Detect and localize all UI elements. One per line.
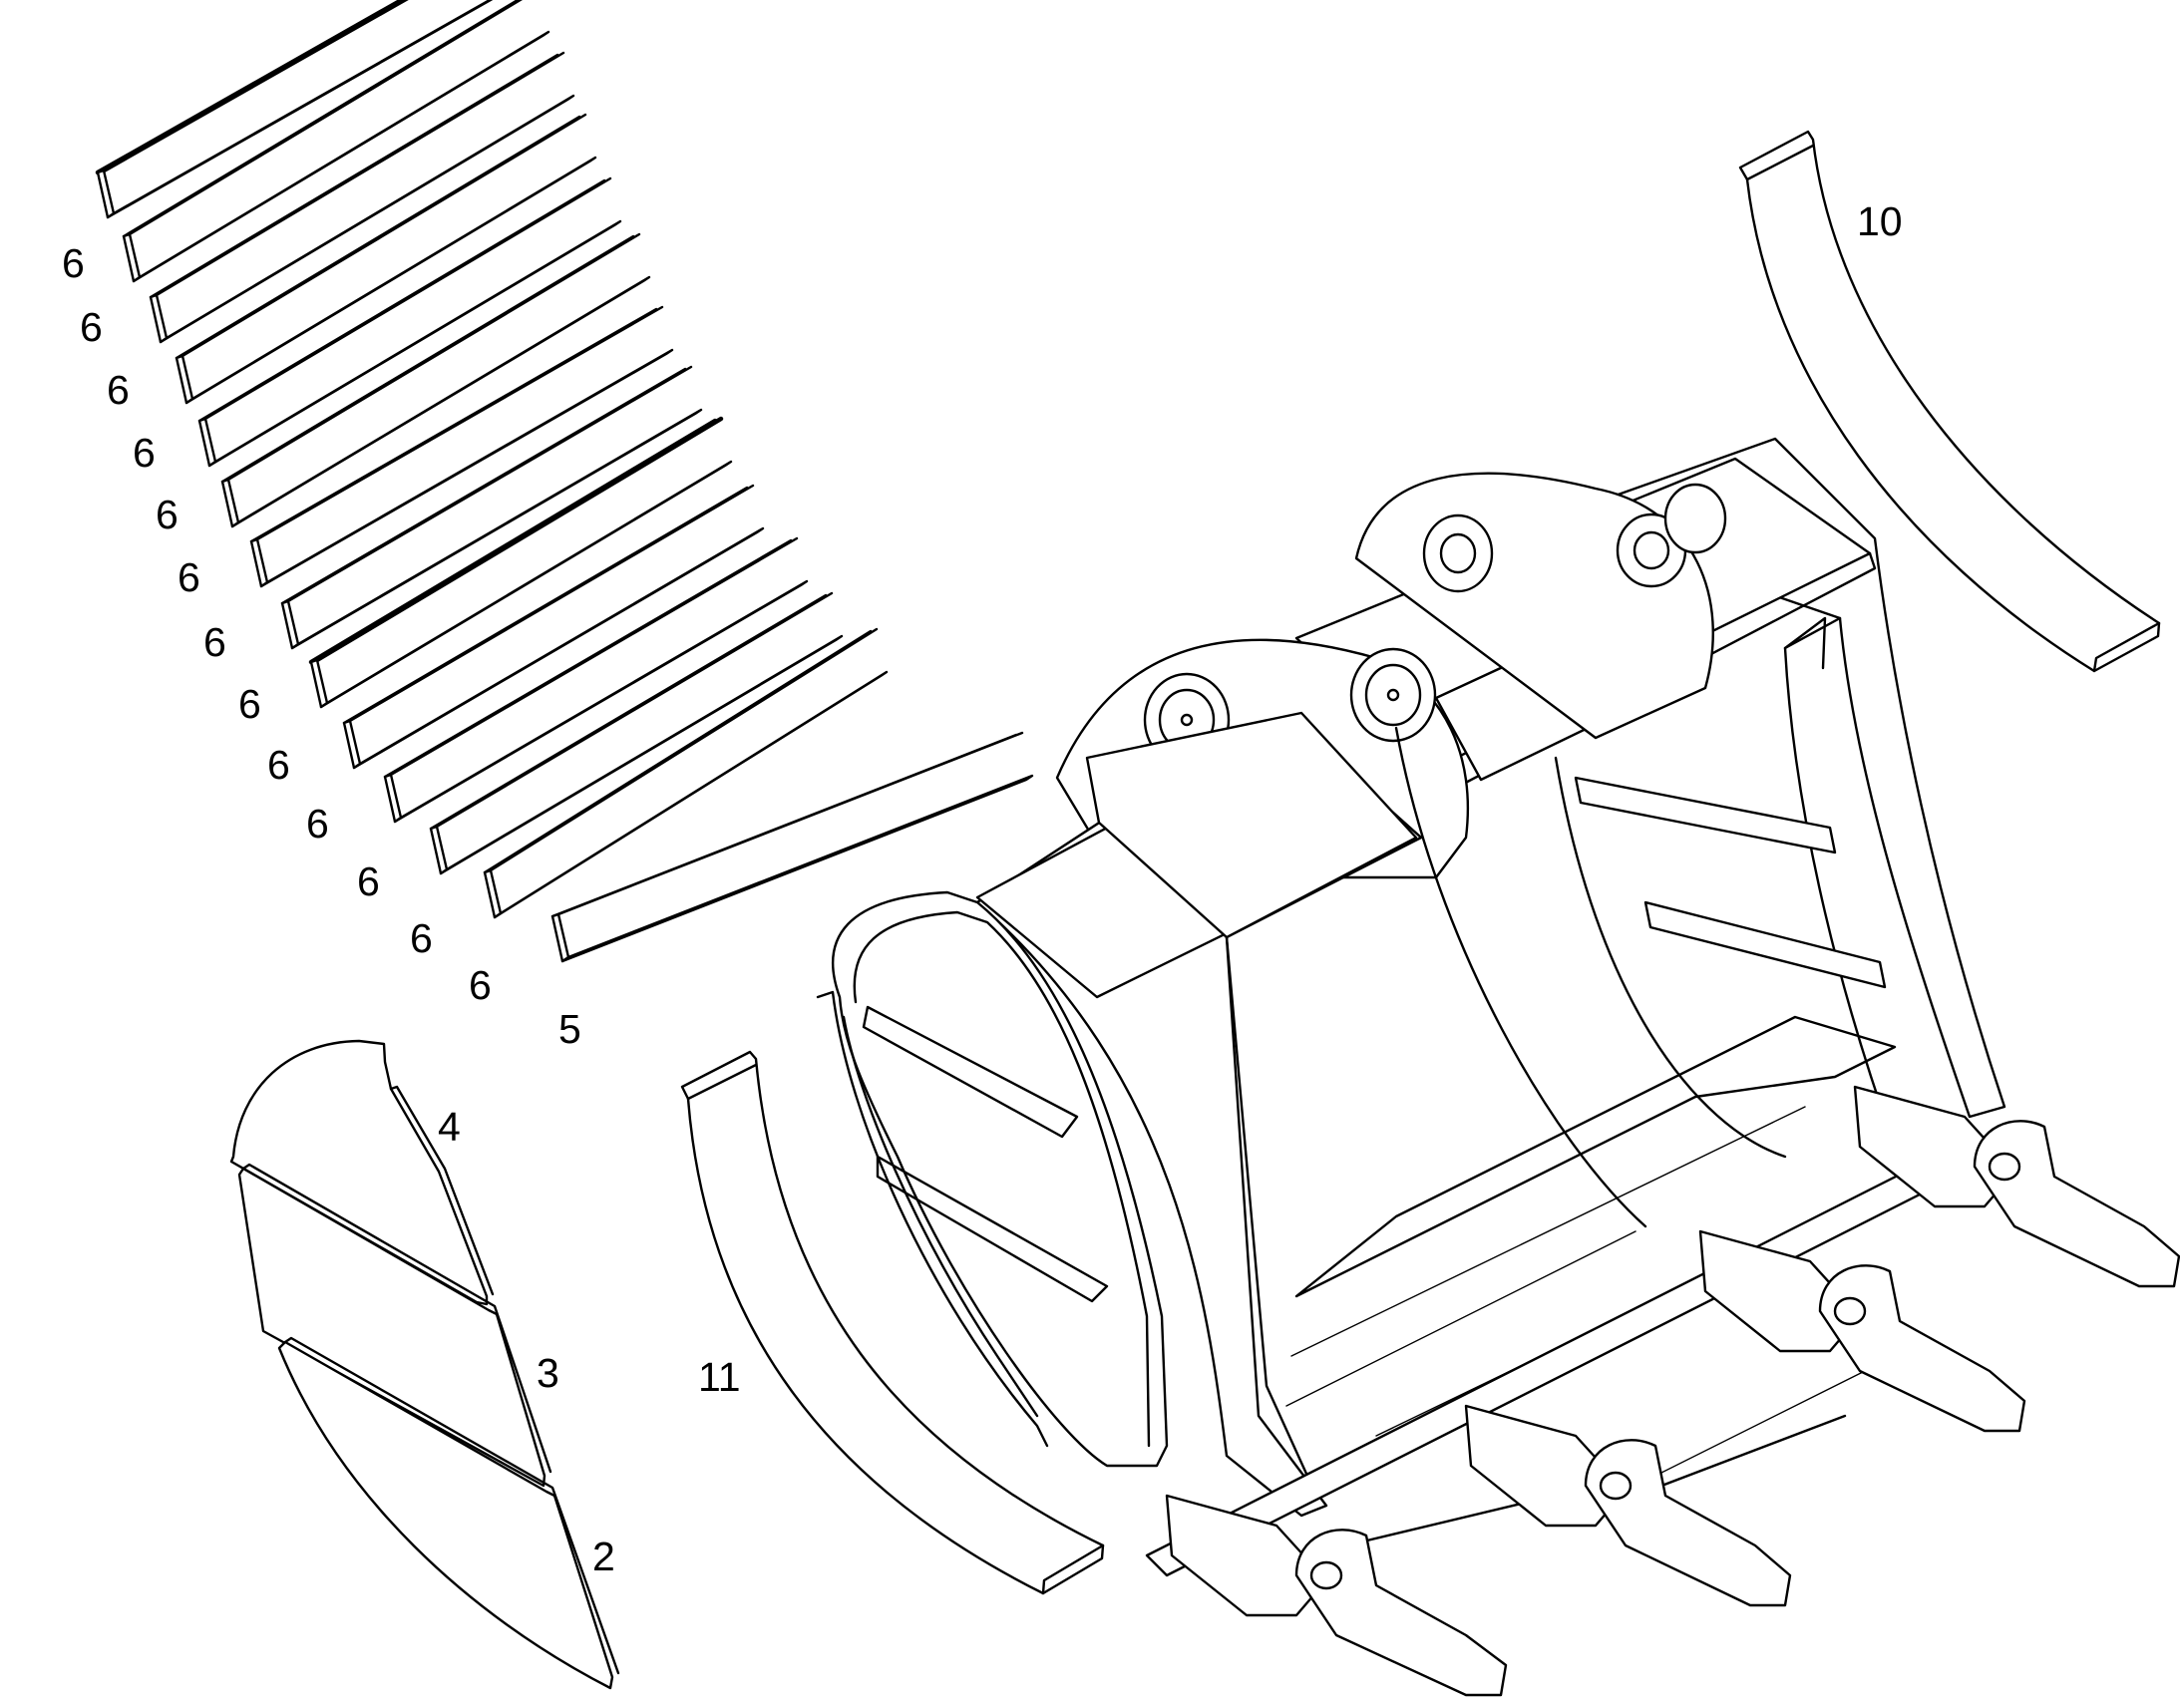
wear-plate-6-bottom-edge [493,670,889,919]
wear-plate-6-bottom-edge [319,460,733,709]
callout-6: 6 [80,304,103,350]
wear-plate-6-bottom-edge [439,634,844,875]
callout-6: 6 [306,801,329,847]
wear-plate-6-bottom-edge [290,408,703,650]
wear-plate-5-top-edge [550,731,1024,918]
wear-plate-6-top-edge [95,0,409,175]
callout-5: 5 [558,1006,581,1052]
callout-4: 4 [438,1104,461,1150]
callout-6: 6 [107,367,130,413]
callout-6: 6 [469,962,492,1008]
wear-plate-6-bottom-edge [352,526,765,770]
wear-plate-6-bottom-edge [159,94,575,344]
callout-6: 6 [203,619,226,665]
wear-plate-6-top-edge [249,305,664,543]
side-liner-2 [277,1336,620,1690]
wear-plate-6-top-edge [280,365,693,605]
wear-plate-6-bottom-edge [259,348,674,588]
callout-6: 6 [156,492,179,537]
callout-6: 6 [357,858,380,904]
callout-6: 6 [62,240,85,286]
wear-plate-6-top-edge [197,176,612,423]
wear-plate-6-bottom-edge [106,0,494,219]
callout-6: 6 [133,430,156,476]
wear-plate-6-top-edge [122,0,523,238]
wear-plate-6-bottom-edge [230,275,651,528]
wear-plate-6-top-edge [149,51,565,299]
wear-plate-6-bottom-edge [132,30,550,283]
wear-plate-6-bottom-edge [207,219,622,468]
tooth-2 [1464,1404,1792,1607]
wear-plate-6-end-face [249,537,269,588]
wear-plate-6-end-face [197,417,217,468]
wear-plate-5-bottom-edge [560,774,1034,963]
curved-strip-10 [1738,130,2161,673]
tooth-1 [1165,1494,1508,1697]
wear-plate-6-end-face [175,354,194,405]
wear-plate-6-top-edge [383,536,799,779]
callout-3: 3 [537,1350,559,1396]
wear-plate-6-end-face [122,232,142,283]
wear-plate-5-end-face [550,912,570,963]
rock-bucket [816,437,2180,1697]
callout-10: 10 [1857,198,1903,244]
callout-6: 6 [267,742,290,788]
wear-plate-6-end-face [342,719,362,770]
wear-plate-6-end-face [280,599,300,650]
curved-strip-11 [680,1050,1105,1595]
wear-plate-6-end-face [96,169,116,219]
wear-plate-6-end-face [220,478,240,528]
callout-11: 11 [698,1354,741,1400]
tooth-4 [1853,1085,2180,1288]
wear-plate-6-end-face [383,773,403,824]
wear-plate-6-top-edge [342,484,755,725]
wear-plate-6-end-face [483,868,503,919]
callout-2: 2 [592,1534,615,1579]
wear-plate-6-end-face [429,825,449,875]
wear-plate-6-bottom-edge [393,579,809,824]
wear-plate-6-top-edge [220,232,641,484]
wear-plate-6-top-edge [483,627,879,874]
tooth-3 [1698,1229,2026,1433]
wear-plate-6-bottom-edge [184,156,597,405]
wear-plate-stack [95,0,1034,963]
callout-6: 6 [178,554,200,600]
wear-plate-6-top-edge [308,416,724,665]
callout-6: 6 [410,915,433,961]
wear-plate-6-end-face [309,658,329,709]
wear-plate-6-top-edge [175,113,587,360]
wear-plate-6-top-edge [429,591,834,831]
side-liner-4 [229,1039,495,1306]
callout-6: 6 [238,681,261,727]
wear-plate-6-end-face [149,293,169,344]
